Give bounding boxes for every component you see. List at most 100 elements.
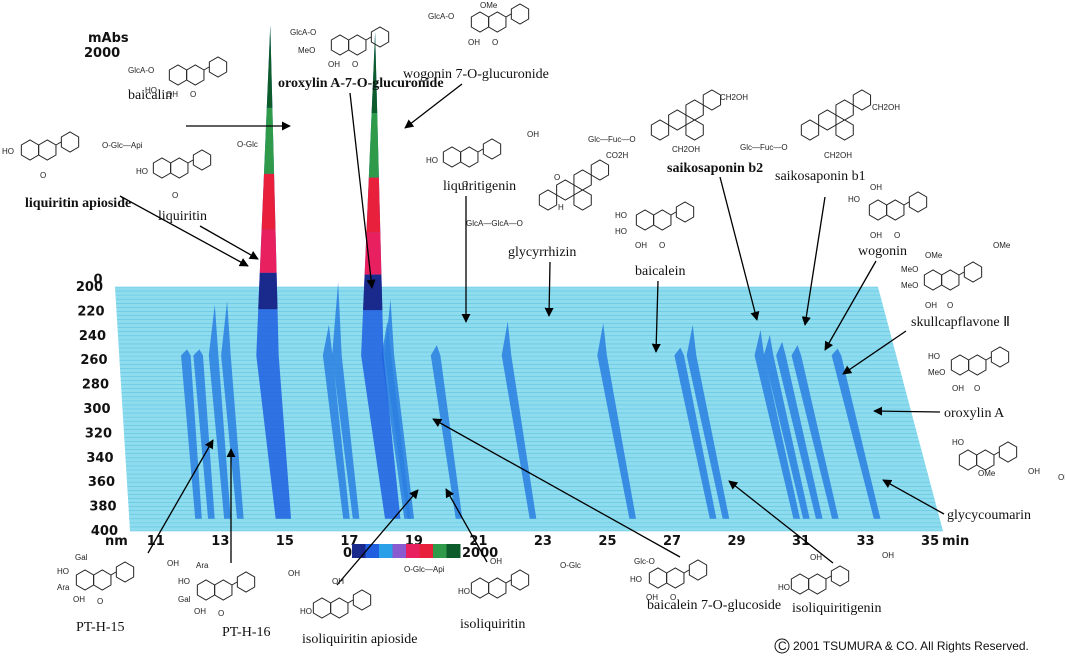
- arrow-oroxylin-a: [873, 406, 941, 416]
- wavelength-tick: 380: [89, 500, 116, 515]
- ring: [868, 199, 888, 221]
- time-tick: 15: [276, 534, 294, 549]
- peak-body: [763, 334, 810, 519]
- label-baicalein-glucoside: baicalein 7-O-glucoside: [647, 598, 781, 613]
- peak-color-band: [263, 107, 275, 174]
- peak-liquiritigenin: [430, 345, 463, 519]
- time-tick: 35: [921, 534, 939, 549]
- peak-wogonin: [763, 334, 810, 519]
- ring: [20, 139, 40, 161]
- peak-body: [221, 300, 244, 519]
- time-tick: 13: [211, 534, 229, 549]
- bond: [477, 148, 484, 153]
- wavelength-tick: 320: [85, 426, 112, 441]
- ring: [702, 89, 722, 111]
- substituent-label: GlcA-O: [128, 66, 154, 75]
- bond: [985, 356, 992, 361]
- ring: [510, 3, 530, 25]
- time-tick: 33: [857, 534, 875, 549]
- color-scale-max: 2000: [462, 546, 498, 561]
- substituent-label: HO: [928, 352, 940, 361]
- substituent-label: OH: [167, 559, 179, 568]
- arrow-liquiritin: [199, 225, 259, 260]
- substituent-label: OH: [870, 183, 882, 192]
- substituent-label: O: [218, 609, 224, 618]
- arrow-glycyrrhizin: [544, 261, 554, 317]
- color-scale-bar: [352, 544, 461, 558]
- substituent-label: OH: [646, 593, 658, 602]
- peak-color-band: [266, 25, 273, 108]
- ring: [668, 109, 687, 131]
- ring: [666, 567, 685, 589]
- substituent-label: Ara: [196, 561, 209, 570]
- ring: [460, 146, 479, 168]
- substituent-label: Glc—Fuc—O: [740, 143, 788, 152]
- substituent-label: HO: [426, 156, 438, 165]
- label-liquiritin: liquiritin: [158, 209, 207, 224]
- wavelength-tick: 240: [79, 329, 106, 344]
- substituent-label: CH2OH: [824, 151, 852, 160]
- substituent-label: Glc—Fuc—O: [588, 135, 636, 144]
- x-unit-label: min: [942, 534, 969, 549]
- ring: [186, 64, 205, 86]
- ring: [941, 269, 960, 291]
- leader-arrows: [119, 83, 945, 586]
- substituent-label: HO: [630, 575, 642, 584]
- substituent-label: OMe: [480, 1, 498, 10]
- substituent-label: O: [974, 384, 980, 393]
- substituent-label: OH: [1058, 473, 1065, 482]
- ring: [192, 149, 212, 171]
- wavelength-tick: 200: [76, 280, 103, 295]
- substituent-label: OH: [870, 231, 882, 240]
- substituent-label: O-Glc—Api: [404, 565, 445, 574]
- substituent-label: CH2OH: [672, 145, 700, 154]
- bond: [505, 579, 512, 584]
- ring: [908, 191, 928, 213]
- peak-body: [831, 348, 881, 519]
- ring: [818, 109, 837, 131]
- substituent-label: OH: [952, 384, 964, 393]
- bond: [993, 451, 1000, 456]
- substituent-label: OH: [73, 595, 85, 604]
- peak-skullcapflavone-ii: [776, 341, 823, 519]
- substituent-label: GlcA-O: [290, 28, 316, 37]
- label-wogonin-glucuronide: wogonin 7-O-glucuronide: [403, 67, 549, 82]
- arrow-saikosaponin-b2: [719, 176, 760, 321]
- structure-glycycoumarin: HOOMeOHOH: [952, 438, 1065, 482]
- ring: [650, 119, 670, 141]
- ring: [236, 571, 256, 593]
- substituent-label: O: [554, 173, 560, 182]
- ring: [75, 569, 95, 591]
- bond: [903, 201, 910, 206]
- compound-labels: baicalin oroxylin A-7-O-glucuronide wogo…: [25, 67, 1031, 647]
- substituent-label: O: [947, 301, 953, 310]
- bond: [683, 569, 690, 574]
- substituent-label: OH: [288, 569, 300, 578]
- wavelength-tick: 0: [94, 273, 103, 288]
- ring: [675, 201, 695, 223]
- ring: [488, 577, 507, 599]
- ring: [635, 209, 655, 231]
- arrow-wogonin-glucuronide: [404, 83, 463, 129]
- ring: [653, 209, 672, 231]
- ring: [800, 119, 820, 141]
- peak-liquiritin-apioside: [208, 304, 231, 519]
- peak-body: [322, 324, 350, 519]
- label-isoliquiritin: isoliquiritin: [460, 617, 525, 632]
- bond: [825, 575, 832, 580]
- substituent-label: HO: [615, 227, 627, 236]
- substituent-label: GlcA—GlcA—O: [466, 219, 523, 228]
- peak-oroxylin-a-7-o-glucuronide: [332, 282, 360, 519]
- ring: [688, 559, 708, 581]
- substituent-label: OH: [810, 553, 822, 562]
- ring: [168, 64, 188, 86]
